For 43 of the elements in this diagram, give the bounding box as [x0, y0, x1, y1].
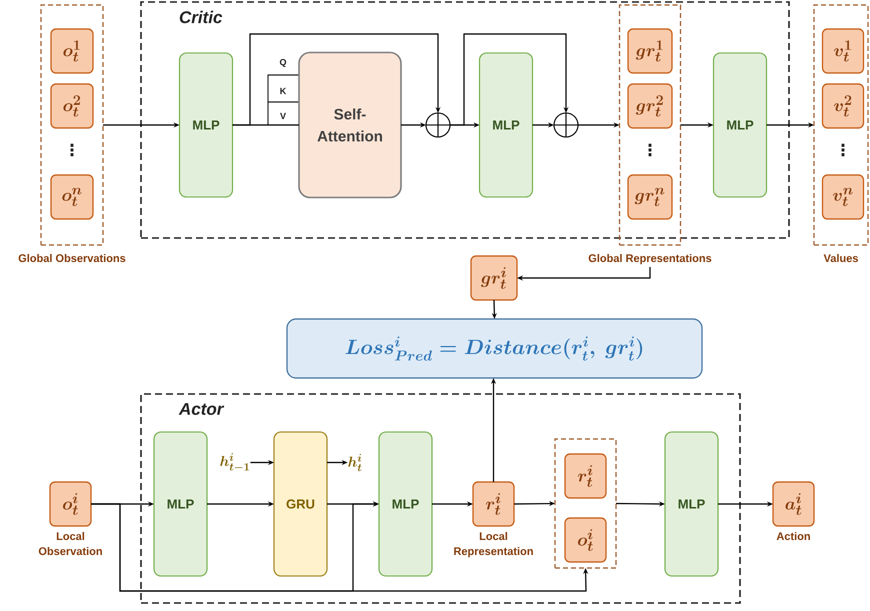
port-label: K [280, 88, 286, 94]
mlp-block: MLP [153, 431, 208, 577]
variable-box: $r_t^i$ [472, 481, 515, 527]
sum-circle [425, 112, 451, 138]
variable-box: $o_t^i$ [49, 481, 92, 527]
ellipsis: ⋮ [70, 144, 74, 156]
variable-box: $o_t^2$ [50, 83, 94, 129]
group-frame [554, 438, 617, 569]
port-label: V [280, 112, 286, 120]
hidden-state-label: $h_t^i$ [348, 454, 362, 472]
mlp-block: MLP [664, 431, 719, 577]
node-label: Global Observations [18, 254, 126, 262]
variable-box: $gr_t^2$ [627, 83, 673, 129]
mlp-block: MLP [378, 431, 433, 577]
variable-box: $v_t^n$ [822, 174, 864, 220]
ellipsis: ⋮ [648, 144, 652, 156]
variable-box: $o_t^1$ [50, 28, 94, 74]
variable-box: $a_t^i$ [772, 481, 815, 527]
mlp-block: MLP [178, 52, 234, 198]
variable-box: $gr_t^1$ [627, 28, 673, 74]
port-label: Q [280, 58, 286, 68]
variable-box: $gr_t^i$ [470, 255, 518, 301]
arrow [232, 33, 441, 126]
variable-box: $gr_t^n$ [627, 174, 673, 220]
node-caption: Action [776, 532, 810, 540]
node-label: Global Representations [588, 254, 712, 264]
loss-box: $Loss^i_{Pred} = Distance(r^i_t,\ gr^i_t)$ [286, 318, 703, 379]
node-label: Values [824, 254, 858, 262]
mlp-block: MLP [478, 52, 534, 198]
variable-box: $v_t^1$ [822, 28, 864, 74]
attention-block: Self-Attention [298, 52, 402, 198]
variable-box: $v_t^2$ [822, 83, 864, 129]
node-caption: Local Representation [454, 532, 533, 558]
gru-block: GRU [273, 431, 328, 577]
arrow [450, 33, 569, 126]
variable-box: $o_t^i$ [564, 517, 607, 563]
sum-circle [553, 112, 579, 138]
node-caption: Local Observation [38, 532, 102, 556]
hidden-state-label: $h_{t-1}^i$ [220, 453, 249, 470]
mlp-block: MLP [712, 52, 768, 198]
variable-box: $r_t^i$ [564, 453, 607, 499]
ellipsis: ⋮ [842, 144, 844, 156]
variable-box: $o_t^n$ [50, 174, 94, 220]
